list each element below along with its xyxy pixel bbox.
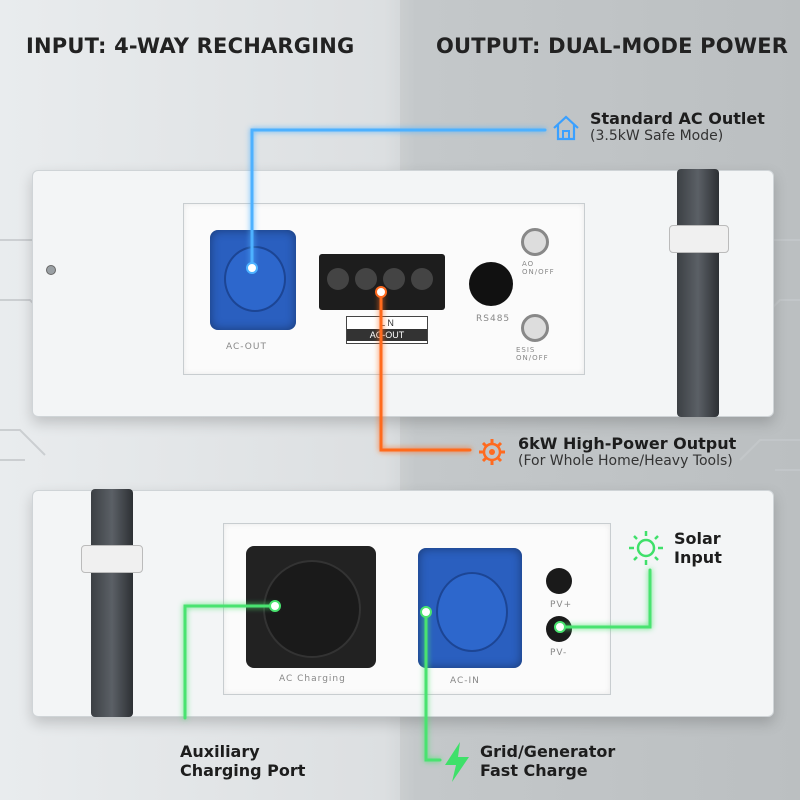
solar-line [558, 568, 652, 629]
terminal-block[interactable] [319, 254, 445, 310]
auxiliary-title-2: Charging Port [180, 761, 306, 780]
output-heading: OUTPUT: DUAL-MODE POWER [436, 34, 789, 58]
pole [91, 489, 133, 717]
ac-out-label: AC-OUT [226, 342, 267, 352]
solar-callout: Solar Input [674, 529, 722, 567]
solar-title-2: Input [674, 548, 722, 567]
auxiliary-line [183, 604, 277, 720]
high-power-title: 6kW High-Power Output [518, 434, 737, 453]
pole-clamp [669, 225, 729, 253]
pole [677, 169, 719, 417]
pv-minus-label: PV- [550, 648, 568, 658]
auxiliary-callout: Auxiliary Charging Port [180, 742, 305, 780]
house-icon [553, 115, 579, 141]
ac-in-label: AC-IN [450, 676, 480, 686]
high-power-subtitle: (For Whole Home/Heavy Tools) [518, 453, 733, 469]
gear-icon [479, 439, 505, 465]
ac-outlet-callout: Standard AC Outlet (3.5kW Safe Mode) [590, 109, 765, 144]
esis-switch[interactable] [521, 314, 549, 342]
terminal-label-plate: L N AC-OUT [346, 316, 428, 344]
esis-label: ESIS ON/OFF [516, 346, 549, 362]
rs485-label: RS485 [476, 314, 511, 324]
grid-title: Grid/Generator [480, 742, 616, 761]
high-power-callout: 6kW High-Power Output (For Whole Home/He… [518, 434, 736, 469]
screw [46, 265, 56, 275]
grid-callout: Grid/Generator Fast Charge [480, 742, 615, 780]
ac-outlet-line [250, 128, 547, 270]
terminal-label-top: L N [380, 318, 394, 328]
ac-outlet-title: Standard AC Outlet [590, 109, 765, 128]
high-power-line [379, 290, 472, 452]
pole-clamp [81, 545, 143, 573]
ac-charging-label: AC Charging [279, 674, 346, 684]
sun-icon [629, 531, 663, 565]
ac-charging-socket[interactable] [246, 546, 376, 668]
lightning-icon [445, 742, 469, 782]
ac-outlet-subtitle: (3.5kW Safe Mode) [590, 128, 724, 144]
auxiliary-title: Auxiliary [180, 742, 260, 761]
ao-label: AO ON/OFF [522, 260, 555, 276]
pv-plus-connector[interactable] [546, 568, 572, 594]
bottom-inset-plate: AC Charging AC-IN PV+ PV- [223, 523, 611, 695]
ac-in-socket[interactable] [418, 548, 522, 668]
pv-plus-label: PV+ [550, 600, 573, 610]
terminal-label-bottom: AC-OUT [347, 329, 427, 341]
grid-line [424, 610, 442, 762]
solar-title: Solar [674, 529, 721, 548]
input-heading: INPUT: 4-WAY RECHARGING [26, 34, 355, 58]
rs485-port[interactable] [469, 262, 513, 306]
bottom-panel: AC Charging AC-IN PV+ PV- [32, 489, 774, 717]
ao-switch[interactable] [521, 228, 549, 256]
grid-title-2: Fast Charge [480, 761, 588, 780]
